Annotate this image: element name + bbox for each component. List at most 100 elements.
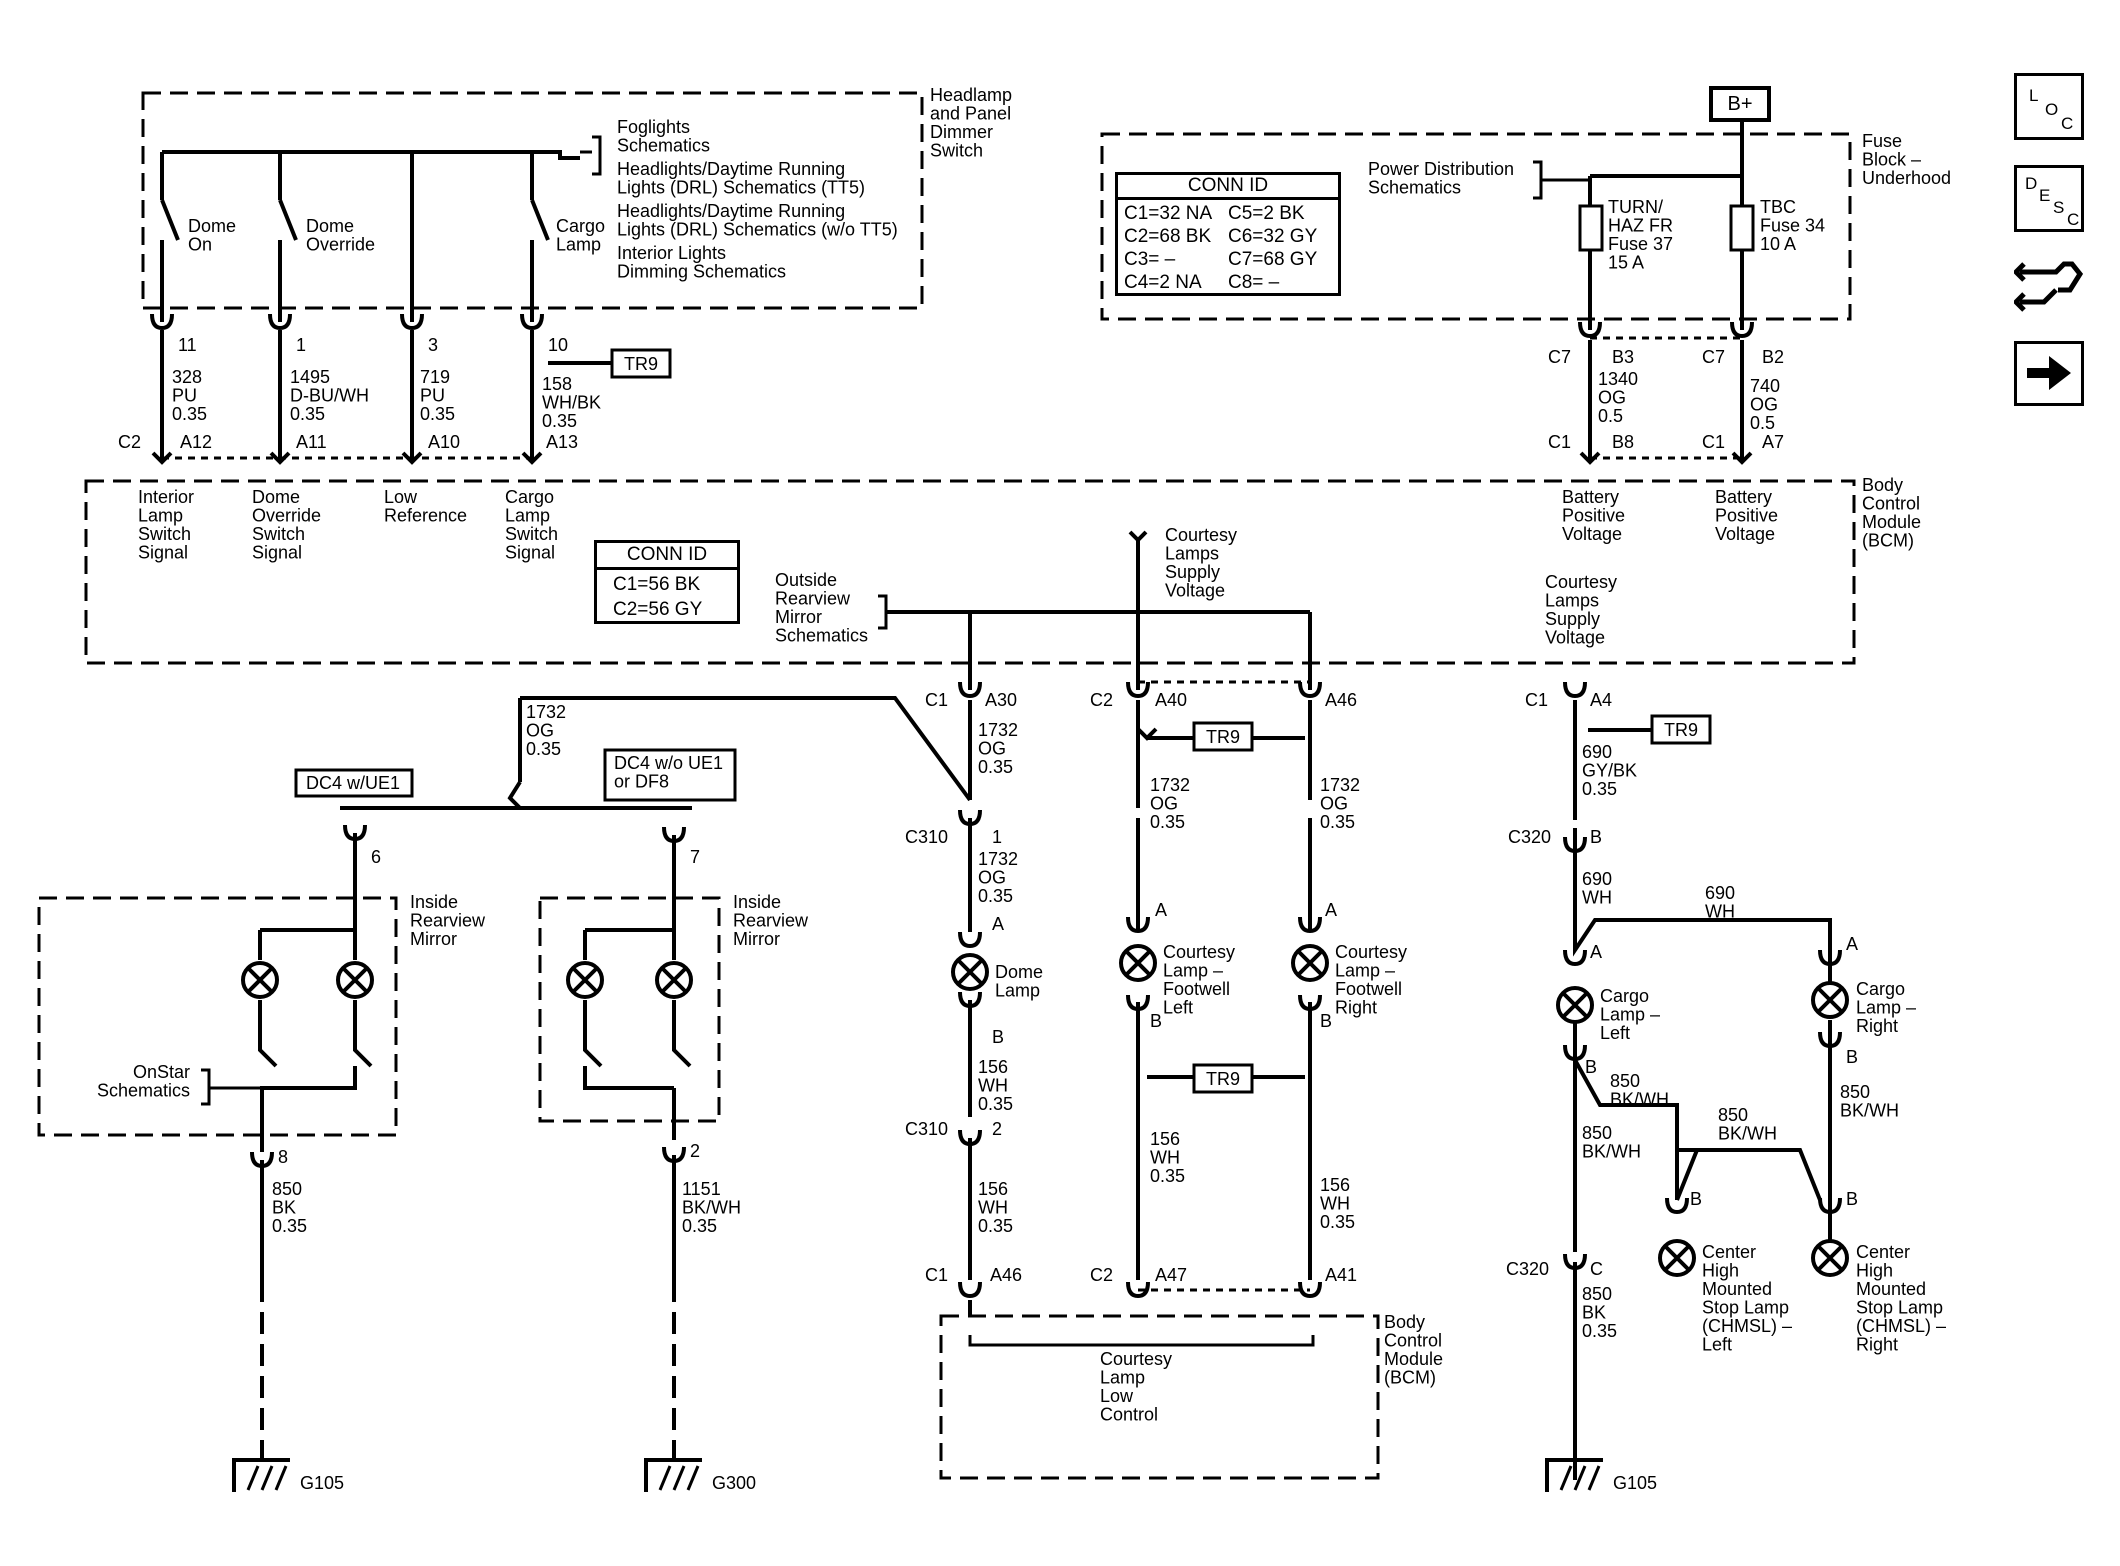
ground-label-g105-left: G105 bbox=[300, 1473, 344, 1493]
lamp-pin-fwl-b bbox=[1126, 994, 1150, 1012]
pin-b-chmsll: B bbox=[1690, 1189, 1702, 1209]
label-b8: B8 bbox=[1612, 432, 1634, 452]
pin-b-cargor: B bbox=[1846, 1047, 1858, 1067]
lamp-pin-cargol-b bbox=[1563, 1044, 1587, 1062]
lamp-pin-chmsll-b bbox=[1665, 1197, 1689, 1215]
c310-top: C310 bbox=[905, 827, 948, 847]
connector-low-2 bbox=[1298, 1281, 1322, 1299]
lamp-pin-cargol-a bbox=[1563, 949, 1587, 967]
pin-a-dome: A bbox=[992, 914, 1004, 934]
conn-id-row: C1=56 BK bbox=[613, 574, 701, 595]
lamp-pin-dome-b bbox=[958, 991, 982, 1009]
connector-low-1 bbox=[1126, 1281, 1150, 1299]
arrow-right-icon[interactable] bbox=[2014, 341, 2084, 406]
label-c1-low: C1 bbox=[925, 1265, 948, 1285]
connector-icon[interactable] bbox=[2014, 250, 2086, 322]
connector-low-0 bbox=[958, 1281, 982, 1299]
pin-3: 3 bbox=[428, 335, 438, 355]
lamp-pin-fwl-a bbox=[1126, 916, 1150, 934]
connector-bcm-3 bbox=[521, 451, 543, 465]
pin-b-fwl: B bbox=[1150, 1011, 1162, 1031]
label-c1a: C1 bbox=[1548, 432, 1571, 452]
connector-c1-1 bbox=[1731, 451, 1753, 465]
label-a4: A4 bbox=[1590, 690, 1612, 710]
pin-a-cargol: A bbox=[1590, 942, 1602, 962]
tr9-box-mid-top: TR9 bbox=[1192, 721, 1254, 752]
connector-pin-top-3 bbox=[520, 313, 544, 331]
pin-6: 6 bbox=[371, 847, 381, 867]
connector-pin-top-2 bbox=[400, 313, 424, 331]
connector-mid-0 bbox=[958, 681, 982, 699]
pin-a12: A12 bbox=[180, 432, 212, 452]
lamp-pin-cargor-b bbox=[1818, 1031, 1842, 1049]
pin-7: 7 bbox=[690, 847, 700, 867]
tr9-label: TR9 bbox=[1664, 720, 1698, 740]
label-c1-mid: C1 bbox=[925, 690, 948, 710]
cargo-lamp-left-icon bbox=[1556, 986, 1594, 1024]
pin-11: 11 bbox=[178, 335, 197, 355]
label-a46: A46 bbox=[1325, 690, 1357, 710]
mirror-lamp-4-icon bbox=[655, 961, 693, 999]
pin-b-cargol: B bbox=[1585, 1057, 1597, 1077]
connector-c7-1 bbox=[1730, 321, 1754, 339]
mirror-lamp-1-icon bbox=[241, 961, 279, 999]
label-c1-right: C1 bbox=[1525, 690, 1548, 710]
connector-c320-top bbox=[1563, 836, 1587, 854]
connector-mirror-6 bbox=[343, 824, 367, 842]
c310-bottom: C310 bbox=[905, 1119, 948, 1139]
pin-b-dome: B bbox=[992, 1027, 1004, 1047]
label-a30: A30 bbox=[985, 690, 1017, 710]
c320-pin-c: C bbox=[1590, 1259, 1603, 1279]
label-dc4-ue1: DC4 w/UE1 bbox=[306, 773, 400, 793]
cargo-lamp-right-icon bbox=[1811, 981, 1849, 1019]
pin-b-chmslr: B bbox=[1846, 1189, 1858, 1209]
dome-lamp-icon bbox=[951, 953, 989, 991]
label-a40: A40 bbox=[1155, 690, 1187, 710]
option-box-1 bbox=[603, 748, 737, 802]
connector-bcm-0 bbox=[151, 451, 173, 465]
lamp-pin-dome-a bbox=[958, 931, 982, 949]
option-box-0 bbox=[294, 768, 414, 798]
label-c2-mid: C2 bbox=[1090, 690, 1113, 710]
lamp-pin-fwr-b bbox=[1298, 994, 1322, 1012]
label-a41: A41 bbox=[1325, 1265, 1357, 1285]
connector-c320-bottom bbox=[1563, 1253, 1587, 1271]
connector-c7-0 bbox=[1578, 321, 1602, 339]
